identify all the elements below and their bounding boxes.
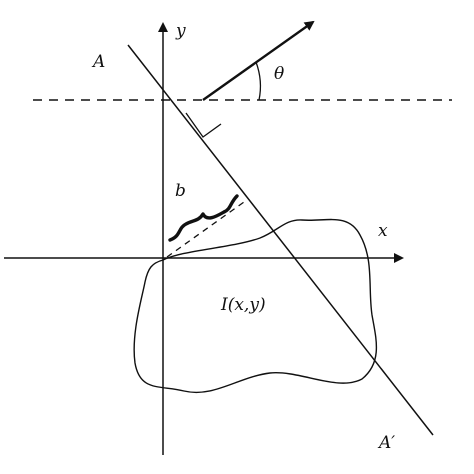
offset-label: b: [175, 181, 186, 201]
offset-brace: [168, 194, 239, 242]
image-region-outline: [133, 218, 378, 394]
direction-arrow: [202, 20, 315, 101]
y-axis-label: y: [175, 21, 186, 41]
line-start-label: A: [91, 52, 105, 72]
region-label: I(x,y): [220, 295, 266, 315]
right-angle-marker: [185, 112, 222, 138]
angle-arc: [255, 61, 262, 101]
projection-line-a: [127, 44, 434, 436]
angle-label: θ: [274, 64, 284, 84]
x-axis-label: x: [378, 221, 388, 241]
line-end-label: A′: [377, 433, 395, 453]
offset-dashed-segment: [166, 201, 245, 258]
